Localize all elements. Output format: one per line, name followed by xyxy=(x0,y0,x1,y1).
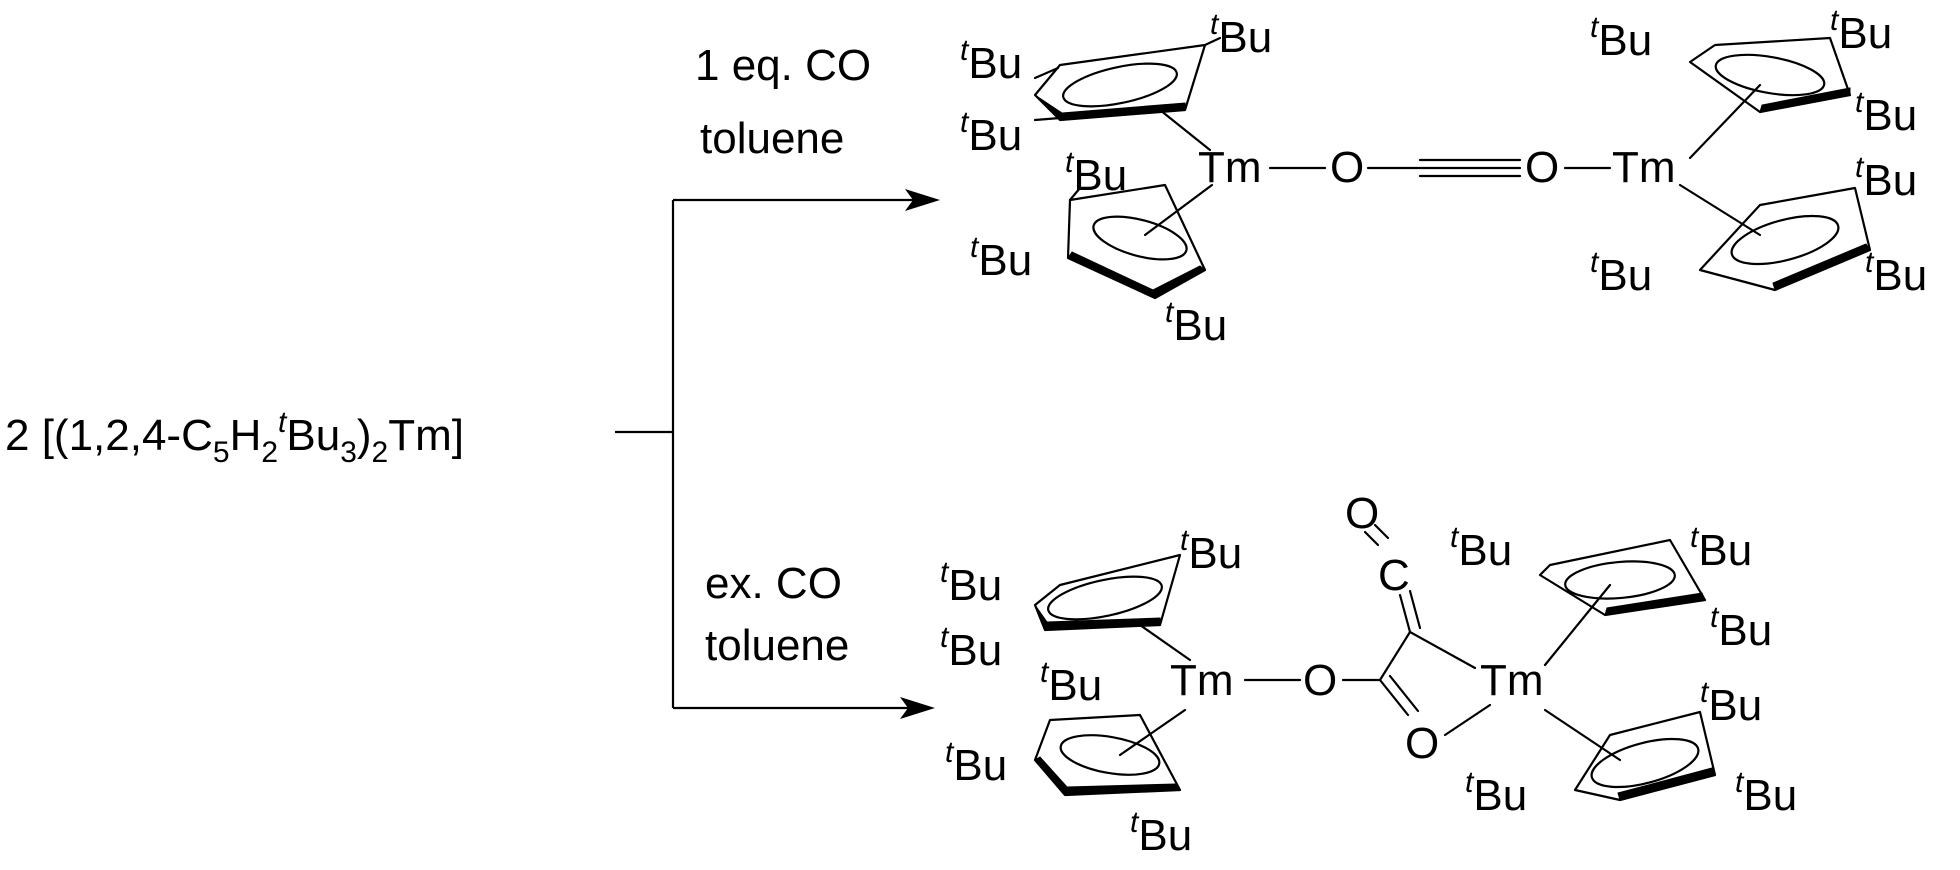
upper-condition-solvent: toluene xyxy=(700,114,844,163)
upper-arrowhead xyxy=(905,189,940,211)
svg-text:tBu: tBu xyxy=(1130,806,1192,860)
upper-product: tBu tBu tBu tBu tBu tBu Tm O O Tm xyxy=(960,4,1927,350)
lower-left-top-cp-ring xyxy=(1033,553,1192,662)
svg-text:tBu: tBu xyxy=(1865,246,1927,300)
upper-tm-right: Tm xyxy=(1612,143,1676,192)
branch-arrows xyxy=(615,189,940,719)
lower-product: tBu tBu tBu tBu tBu tBu Tm O O C O T xyxy=(940,489,1797,860)
lower-o-bridge: O xyxy=(1303,656,1337,705)
svg-text:tBu: tBu xyxy=(1165,296,1227,350)
svg-text:tBu: tBu xyxy=(940,621,1002,675)
svg-text:tBu: tBu xyxy=(1590,11,1652,65)
svg-text:tBu: tBu xyxy=(1855,151,1917,205)
lower-condition-reagent: ex. CO xyxy=(705,559,842,608)
svg-text:tBu: tBu xyxy=(940,556,1002,610)
svg-text:tBu: tBu xyxy=(1830,4,1892,58)
svg-text:tBu: tBu xyxy=(1855,86,1917,140)
upper-right-bottom-cp-ring xyxy=(1678,183,1872,292)
lower-condition-solvent: toluene xyxy=(705,621,849,670)
upper-o-left: O xyxy=(1330,143,1364,192)
reactant-prefix: 2 [(1,2,4-C xyxy=(5,411,213,460)
reactant-formula: 2 [(1,2,4-C5H2tBu3)2Tm] xyxy=(5,406,464,469)
svg-text:tBu: tBu xyxy=(1690,521,1752,575)
svg-text:2 [(1,2,4-C5H2tBu3)2Tm]: 2 [(1,2,4-C5H2tBu3)2Tm] xyxy=(5,406,464,469)
lower-tm-right: Tm xyxy=(1480,656,1544,705)
upper-tm-left: Tm xyxy=(1198,143,1262,192)
lower-o-carbonyl: O xyxy=(1405,719,1439,768)
svg-text:tBu: tBu xyxy=(1180,524,1242,578)
upper-condition-reagent: 1 eq. CO xyxy=(695,41,871,90)
svg-text:tBu: tBu xyxy=(1210,8,1272,62)
svg-text:tBu: tBu xyxy=(1065,146,1127,200)
svg-text:tBu: tBu xyxy=(970,231,1032,285)
svg-text:tBu: tBu xyxy=(945,736,1007,790)
lower-o-ketenyl: O xyxy=(1345,489,1379,538)
lower-left-bottom-cp-ring xyxy=(1033,708,1187,797)
lower-arrowhead xyxy=(900,697,935,719)
svg-text:tBu: tBu xyxy=(1590,246,1652,300)
svg-text:tBu: tBu xyxy=(1040,656,1102,710)
svg-text:tBu: tBu xyxy=(960,34,1022,88)
upper-left-top-cp-ring xyxy=(1033,36,1222,152)
lower-right-top-cp-ring xyxy=(1538,538,1707,667)
upper-right-top-cp-ring xyxy=(1688,36,1852,160)
svg-text:tBu: tBu xyxy=(1465,766,1527,820)
upper-o-right: O xyxy=(1525,143,1559,192)
svg-text:tBu: tBu xyxy=(1450,521,1512,575)
svg-text:tBu: tBu xyxy=(1710,601,1772,655)
lower-right-bottom-cp-ring xyxy=(1543,708,1717,802)
svg-text:tBu: tBu xyxy=(1700,676,1762,730)
lower-c-ketenyl: C xyxy=(1378,551,1410,600)
lower-tm-left: Tm xyxy=(1170,656,1234,705)
upper-left-bottom-cp-ring xyxy=(1066,183,1214,300)
svg-text:tBu: tBu xyxy=(1735,766,1797,820)
svg-text:tBu: tBu xyxy=(960,106,1022,160)
